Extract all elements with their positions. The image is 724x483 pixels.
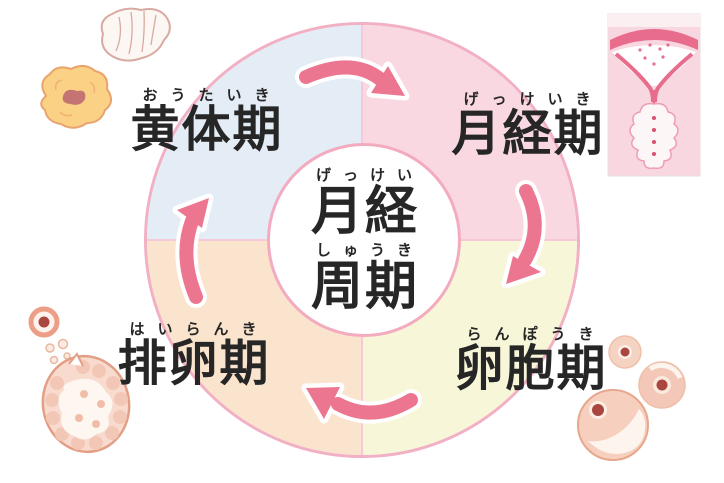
- phase-label-luteal: おうたいき 黄体期: [76, 86, 336, 156]
- phase-furigana: はいらんき: [129, 320, 270, 338]
- phase-name: 月経期: [451, 105, 605, 162]
- follicle-large-icon: [577, 389, 649, 461]
- phase-name: 排卵期: [117, 335, 271, 392]
- phase-label-follicular: らんぽうき 卵胞期: [400, 325, 660, 395]
- ovum-icon: [28, 306, 60, 338]
- phase-name: 黄体期: [130, 101, 284, 158]
- center-furigana-line2: しゅうき: [315, 241, 424, 259]
- phase-furigana: おうたいき: [142, 86, 283, 104]
- phase-furigana: らんぽうき: [466, 325, 607, 343]
- center-furigana-line1: げっけい: [315, 166, 424, 184]
- phase-label-menstrual: げっけいき 月経期: [397, 90, 657, 160]
- phase-name: 卵胞期: [454, 340, 608, 397]
- phase-furigana: げっけいき: [463, 90, 604, 108]
- phase-label-ovulation: はいらんき 排卵期: [63, 320, 323, 390]
- corpus-luteum-white-icon: [100, 7, 171, 62]
- center-title-line1: 月経: [310, 182, 419, 242]
- cycle-center: げっけい 月経 しゅうき 周期: [267, 143, 461, 337]
- center-title-line2: 周期: [310, 257, 419, 317]
